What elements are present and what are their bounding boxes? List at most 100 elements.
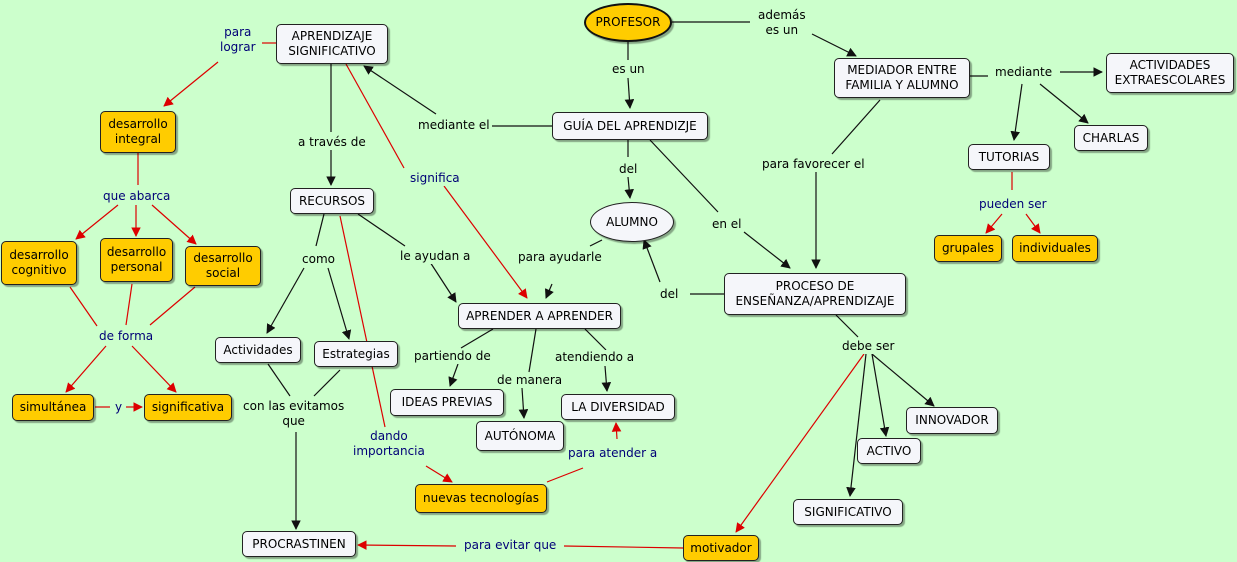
- connector-arrow: [871, 353, 935, 407]
- label-ademas-es-un: además es un: [756, 8, 808, 38]
- label-para-lograr: para lograr: [218, 25, 258, 55]
- connector-arrow: [429, 261, 457, 303]
- label-dando-importancia: dando importancia: [351, 429, 427, 459]
- la-diversidad-node[interactable]: LA DIVERSIDAD: [561, 394, 675, 420]
- connector-arrow: [151, 204, 197, 245]
- connector-arrow: [846, 353, 867, 497]
- alumno-node[interactable]: ALUMNO: [590, 202, 674, 242]
- connector-arrow: [163, 61, 219, 107]
- connector-arrow: [443, 185, 528, 299]
- label-que-abarca: que abarca: [101, 189, 173, 204]
- desarrollo-social-node[interactable]: desarrollo social: [185, 246, 261, 286]
- connector-arrow: [425, 465, 453, 483]
- connector-arrow: [624, 176, 634, 199]
- label-a-traves-de: a través de: [296, 135, 368, 150]
- recursos-node[interactable]: RECURSOS: [290, 188, 374, 214]
- label-es-un: es un: [610, 62, 647, 77]
- actividades-extraescolares-node[interactable]: ACTIVIDADES EXTRAESCOLARES: [1106, 53, 1234, 93]
- connector-arrow: [743, 231, 791, 269]
- desarrollo-personal-node[interactable]: desarrollo personal: [100, 238, 173, 282]
- connector-arrow: [642, 239, 661, 283]
- aprender-a-aprender-node[interactable]: APRENDER A APRENDER: [458, 303, 621, 329]
- label-de-forma: de forma: [97, 329, 156, 344]
- connector-arrow: [131, 345, 177, 393]
- procrastinen-node[interactable]: PROCRASTINEN: [242, 531, 356, 557]
- label-del-proceso-alumno: del: [658, 287, 681, 302]
- connector-arrow: [985, 213, 1003, 234]
- label-y: y: [113, 400, 125, 415]
- connector-line: [339, 215, 386, 428]
- label-mediante: mediante: [993, 65, 1055, 80]
- grupales-node[interactable]: grupales: [934, 235, 1002, 262]
- label-de-manera: de manera: [495, 373, 565, 388]
- connector-arrow: [327, 267, 352, 340]
- guia-aprendizaje-node[interactable]: GUÍA DEL APRENDIZJE: [552, 112, 708, 140]
- significativo-node[interactable]: SIGNIFICATIVO: [793, 499, 903, 525]
- profesor-node[interactable]: PROFESOR: [584, 3, 672, 42]
- label-partiendo-de: partiendo de: [412, 349, 493, 364]
- mediador-node[interactable]: MEDIADOR ENTRE FAMILIA Y ALUMNO: [834, 58, 970, 98]
- label-con-las-evitamos-que: con las evitamos que: [241, 399, 347, 429]
- nuevas-tecnologias-node[interactable]: nuevas tecnologías: [415, 484, 547, 513]
- label-para-evitar-que: para evitar que: [462, 538, 559, 553]
- label-debe-ser: debe ser: [840, 339, 897, 354]
- connector-line: [267, 363, 291, 397]
- proceso-ensenanza-node[interactable]: PROCESO DE ENSEÑANZA/APRENDIZAJE: [724, 273, 906, 315]
- label-del-guia-alumno: del: [617, 162, 640, 177]
- connector-line: [649, 139, 719, 213]
- connector-line: [149, 286, 196, 326]
- connector-line: [357, 213, 406, 247]
- label-mediante-el: mediante el: [416, 118, 492, 133]
- connector-line: [831, 99, 881, 155]
- connector-line: [589, 239, 603, 247]
- connector-line: [315, 213, 325, 247]
- connector-line: [546, 467, 584, 483]
- motivador-node[interactable]: motivador: [683, 535, 759, 561]
- connector-line: [69, 286, 98, 327]
- connector-line: [584, 328, 607, 351]
- ideas-previas-node[interactable]: IDEAS PREVIAS: [390, 389, 504, 416]
- connector-arrow: [1010, 83, 1023, 141]
- connector-arrow: [65, 345, 107, 393]
- connector-arrow: [735, 353, 865, 533]
- connector-line: [345, 63, 405, 169]
- desarrollo-cognitivo-node[interactable]: desarrollo cognitivo: [1, 241, 77, 285]
- label-pueden-ser: pueden ser: [977, 197, 1049, 212]
- connector-line: [125, 283, 133, 326]
- actividades-node[interactable]: Actividades: [215, 337, 301, 363]
- tutorias-node[interactable]: TUTORIAS: [968, 144, 1050, 170]
- label-en-el: en el: [710, 217, 744, 232]
- activo-node[interactable]: ACTIVO: [857, 438, 921, 464]
- connector-line: [313, 369, 341, 397]
- simultanea-node[interactable]: simultánea: [12, 394, 94, 421]
- connector-line: [563, 545, 684, 549]
- connector-arrow: [611, 422, 622, 440]
- connector-arrow: [363, 65, 437, 115]
- connector-arrow: [357, 540, 457, 550]
- connector-arrow: [448, 363, 459, 387]
- individuales-node[interactable]: individuales: [1012, 235, 1098, 262]
- label-le-ayudan-a: le ayudan a: [398, 249, 473, 264]
- connector-arrow: [624, 77, 635, 109]
- desarrollo-integral-node[interactable]: desarrollo integral: [100, 111, 176, 153]
- innovador-node[interactable]: INNOVADOR: [906, 407, 998, 434]
- connector-arrow: [811, 33, 857, 57]
- connector-arrow: [518, 387, 529, 419]
- connector-arrow: [75, 204, 119, 240]
- autonoma-node[interactable]: AUTÓNOMA: [476, 421, 564, 451]
- label-atendiendo-a: atendiendo a: [553, 350, 637, 365]
- significativa-node[interactable]: significativa: [144, 394, 232, 421]
- connector-line: [835, 314, 859, 338]
- connector-arrow: [601, 365, 612, 392]
- label-para-favorecer-el: para favorecer el: [760, 157, 867, 172]
- connector-line: [460, 328, 494, 349]
- charlas-node[interactable]: CHARLAS: [1074, 125, 1148, 151]
- estrategias-node[interactable]: Estrategias: [314, 341, 398, 367]
- connector-line: [528, 328, 537, 373]
- connector-arrow: [1039, 83, 1089, 124]
- label-significa: significa: [408, 171, 462, 186]
- aprendizaje-significativo-node[interactable]: APRENDIZAJE SIGNIFICATIVO: [276, 24, 388, 64]
- connector-arrow: [544, 283, 554, 299]
- label-para-atender-a: para atender a: [566, 446, 660, 461]
